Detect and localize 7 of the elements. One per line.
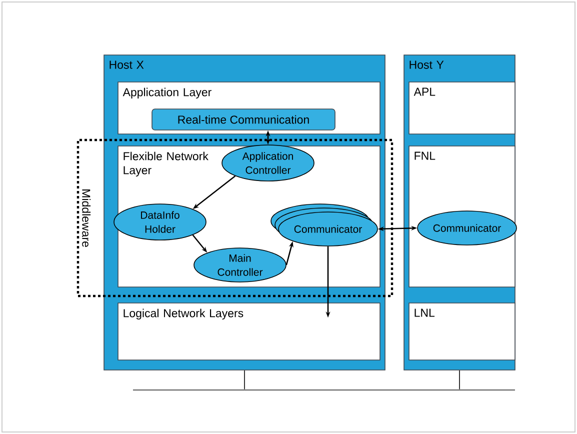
layer-box: APL (408, 82, 516, 134)
component-box: Real-time Communication (152, 108, 336, 130)
connector-line (244, 370, 245, 390)
layer-box: LNL (408, 302, 516, 360)
stacked-ellipses: Communicator (270, 204, 378, 246)
layer-box: Logical Network Layers (118, 302, 380, 360)
connector-line (459, 370, 460, 390)
